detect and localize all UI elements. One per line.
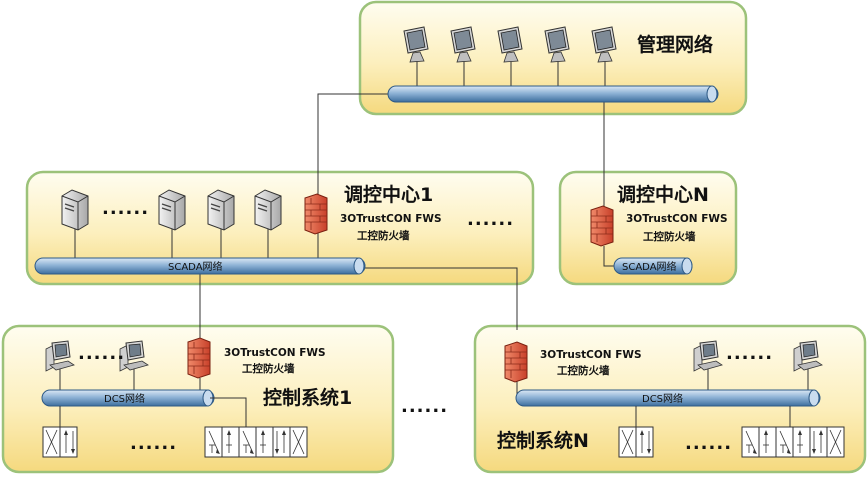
ellipsis-control-between: ......: [401, 396, 448, 417]
firewall-sublabel-control-n: 工控防火墙: [557, 364, 610, 377]
valve-icon: [809, 426, 845, 458]
firewall-sublabel-dispatch-n: 工控防火墙: [643, 230, 696, 243]
server-icon: [254, 189, 282, 231]
firewall-label-dispatch-1: 3OTrustCON FWS: [340, 213, 442, 225]
ellipsis-servers: ......: [102, 198, 149, 219]
firewall-sublabel-dispatch-1: 工控防火墙: [357, 229, 410, 242]
management-workstations: [403, 26, 617, 90]
firewall-icon: [504, 341, 528, 383]
ellipsis-pcs-n: ......: [726, 343, 773, 364]
zone-title-control-n: 控制系统N: [497, 429, 589, 452]
scada-bus-1: [34, 257, 366, 275]
firewall-sublabel-control-1: 工控防火墙: [242, 362, 295, 375]
scada-bus-n: [613, 257, 693, 275]
firewall-icon: [187, 337, 211, 379]
valve-icon: [272, 426, 308, 458]
firewall-icon: [590, 205, 614, 247]
zone-title-control-1: 控制系统1: [263, 386, 352, 409]
bus-label-scada-n: SCADA网络: [622, 260, 677, 273]
firewall-icon: [304, 193, 328, 235]
zone-dispatch-1: [25, 170, 535, 286]
valve-icon: [775, 426, 811, 458]
link-dispatch1-to-controlN: [362, 267, 518, 330]
ellipsis-pcs: ......: [78, 343, 125, 364]
firewall-label-control-1: 3OTrustCON FWS: [224, 347, 326, 359]
bus-label-scada-1: SCADA网络: [168, 260, 223, 273]
ellipsis-dispatch-between: ......: [467, 209, 514, 230]
management-bus: [387, 85, 719, 103]
zone-title-management: 管理网络: [637, 33, 713, 56]
valve-icon: [42, 426, 78, 458]
ellipsis-valves: ......: [130, 433, 177, 454]
zone-title-dispatch-n: 调控中心N: [617, 183, 709, 206]
zone-title-dispatch-1: 调控中心1: [344, 183, 433, 206]
link-mgmt-to-dispatch1: [317, 93, 392, 210]
bus-label-dcs-n: DCS网络: [642, 392, 683, 405]
dcs-bus-1: [41, 389, 215, 407]
valve-icon: [204, 426, 240, 458]
valve-icon: [741, 426, 777, 458]
dcs-bus-n: [515, 389, 821, 407]
dispatch1-servers: [61, 189, 282, 262]
server-icon: [61, 189, 89, 231]
ellipsis-valves-n: ......: [685, 433, 732, 454]
server-icon: [207, 189, 235, 231]
bus-label-dcs-1: DCS网络: [104, 392, 145, 405]
firewall-label-dispatch-n: 3OTrustCON FWS: [626, 213, 728, 225]
valve-icon: [238, 426, 274, 458]
server-icon: [158, 189, 186, 231]
firewall-label-control-n: 3OTrustCON FWS: [540, 349, 642, 361]
valve-icon: [618, 426, 654, 458]
